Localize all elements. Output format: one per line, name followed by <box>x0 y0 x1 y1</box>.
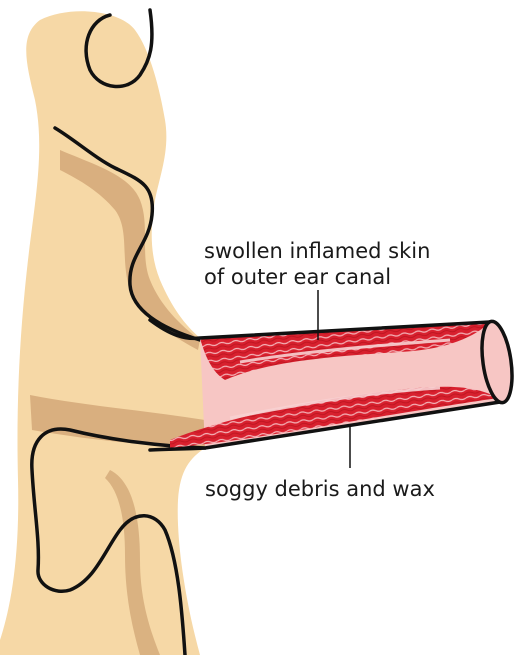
label-debris: soggy debris and wax <box>205 477 435 501</box>
label-swollen-line1: swollen inflamed skin <box>204 239 430 263</box>
label-swollen-line2: of outer ear canal <box>204 265 391 289</box>
ear-canal <box>150 319 517 450</box>
